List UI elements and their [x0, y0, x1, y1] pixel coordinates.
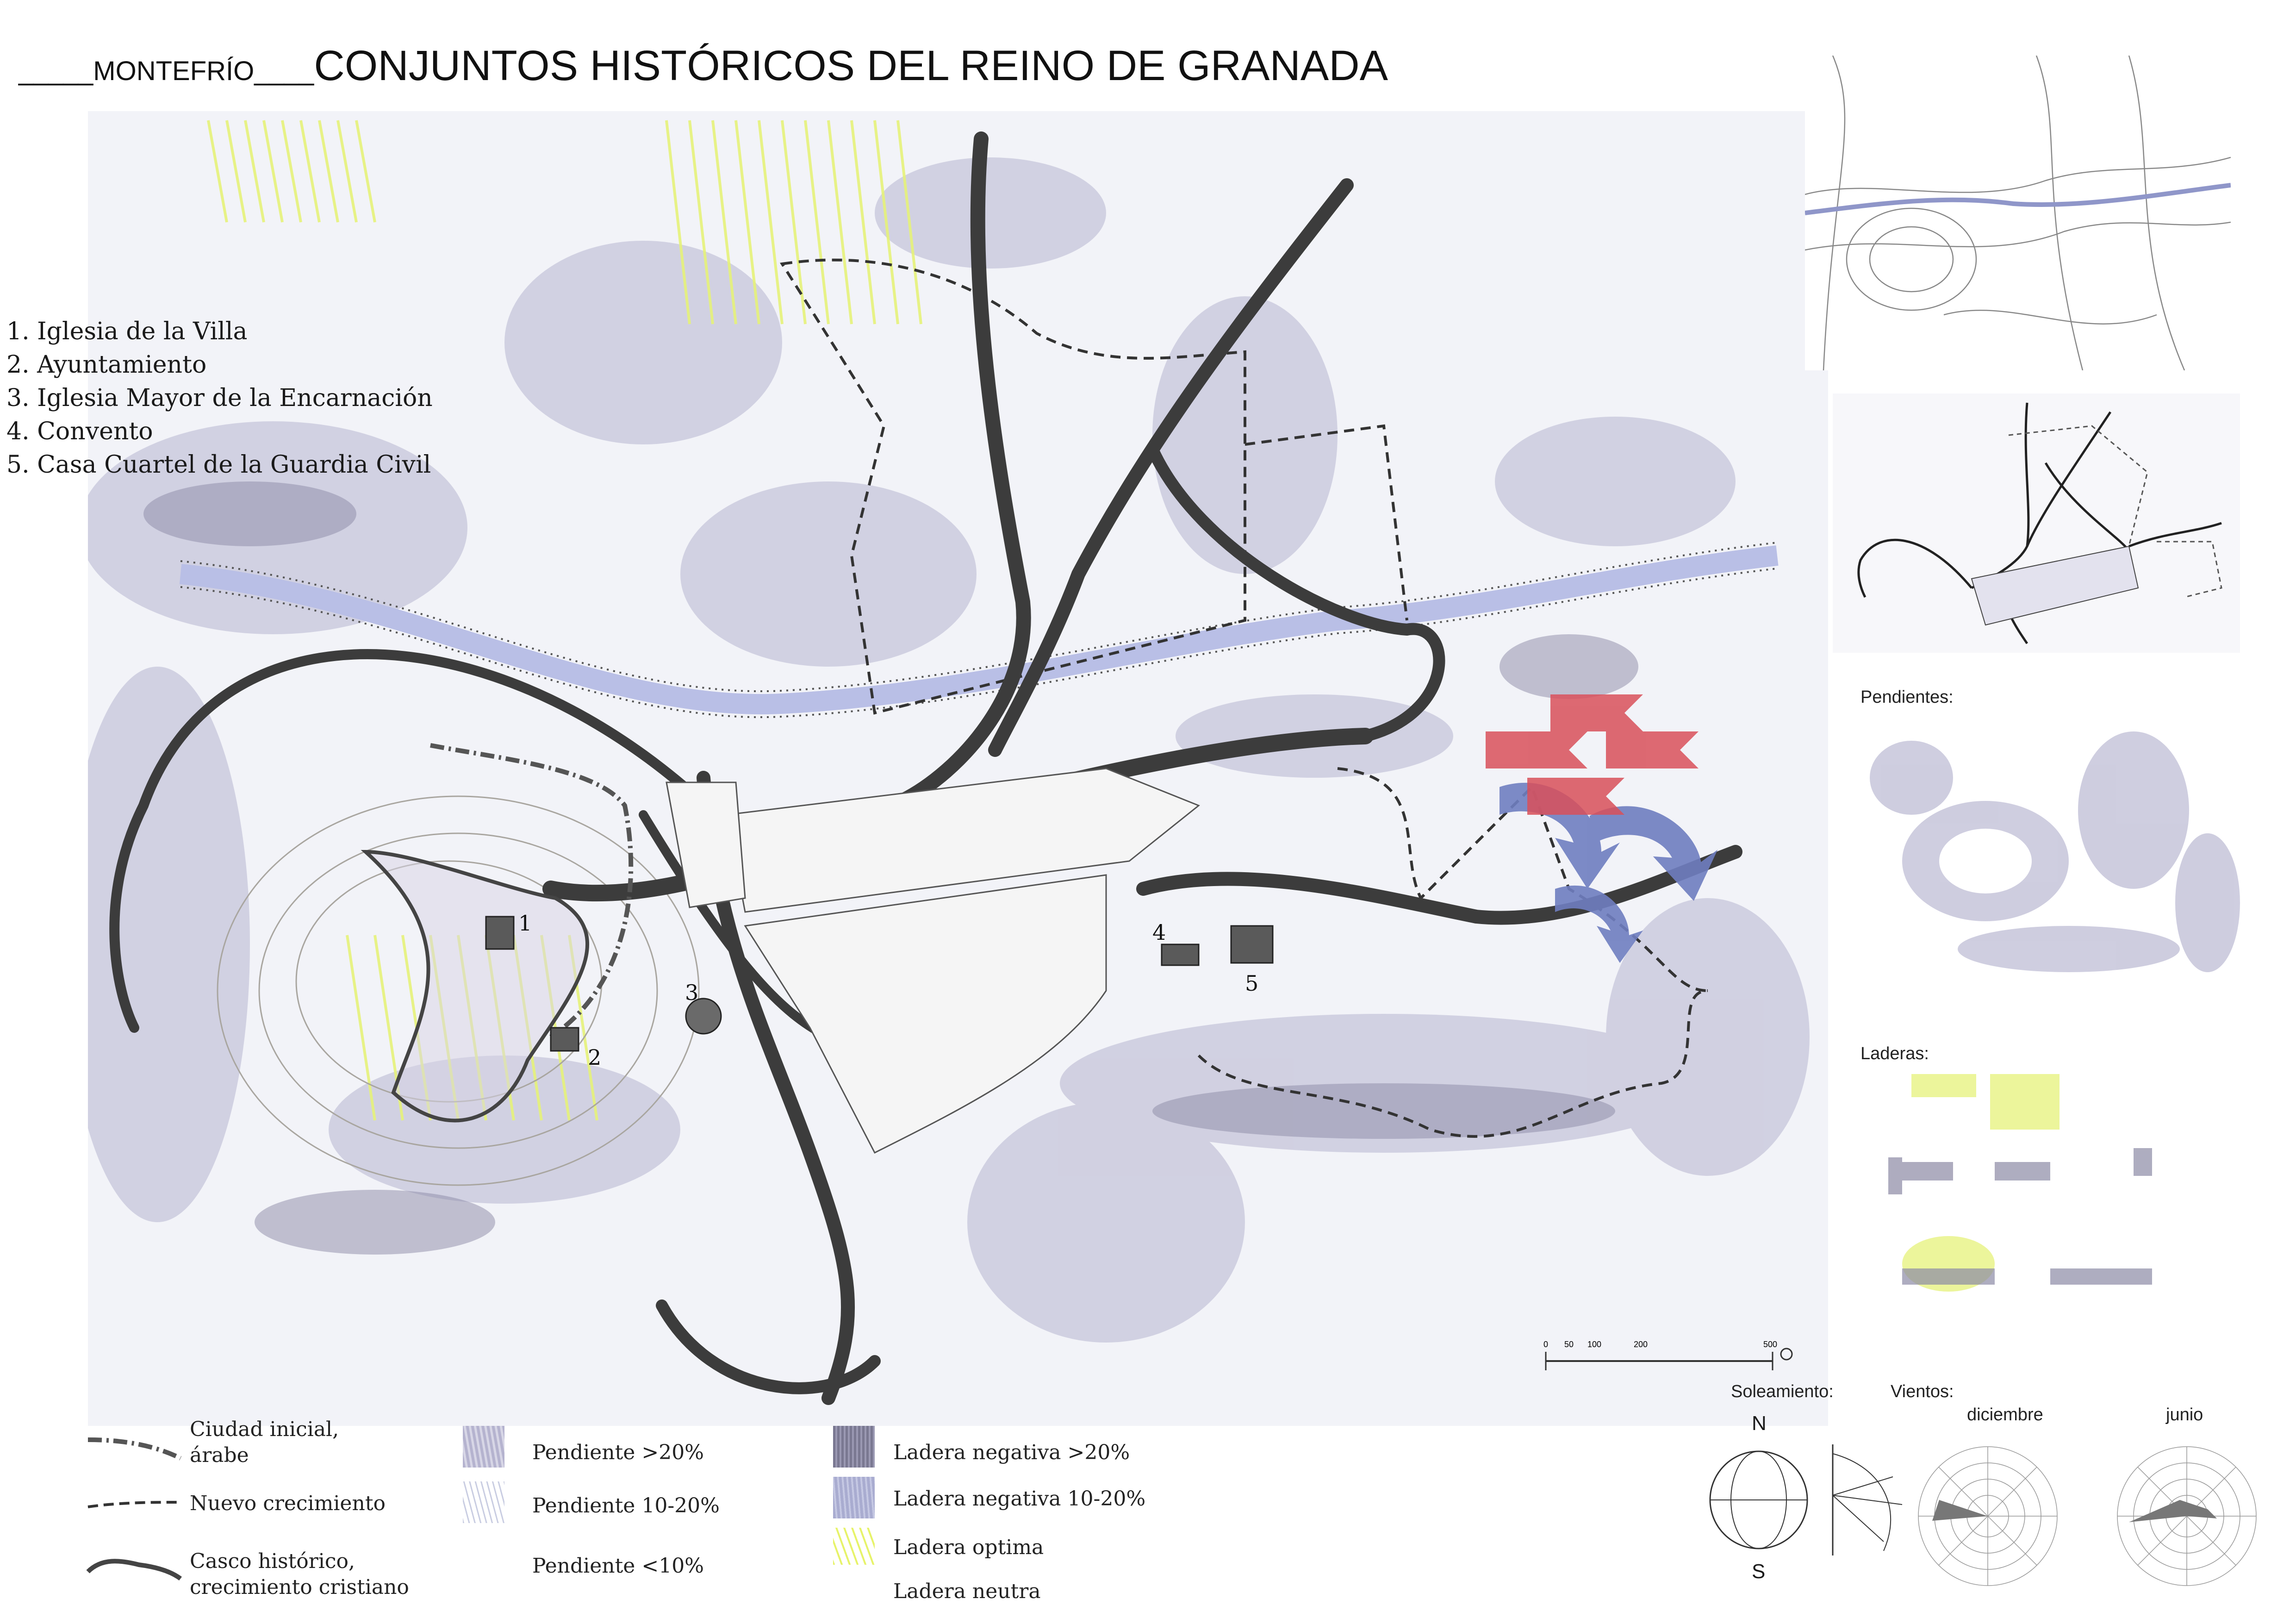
buildings [485, 916, 1274, 1052]
sun-arrows [1486, 694, 1699, 815]
monument-item: 4. Convento [6, 418, 153, 445]
slope-shading [88, 157, 1810, 1343]
main-map: 1 2 3 4 5 0 50 100 200 500 [88, 111, 1828, 1426]
wind-rose-june [2117, 1446, 2257, 1586]
vientos-label: Vientos: [1891, 1382, 1954, 1401]
south-label: S [1752, 1560, 1766, 1583]
soleamiento-diagram [1709, 1444, 1903, 1555]
monument-item: 2. Ayuntamiento [6, 351, 207, 379]
marker-1: 1 [518, 911, 532, 936]
legend-swatch-ladera-neg-20 [833, 1426, 875, 1468]
marker-4: 4 [1152, 920, 1166, 945]
legend-dashed-line [87, 1501, 181, 1508]
legend-casco-historico: Casco histórico, crecimiento cristiano [190, 1549, 409, 1599]
legend-ladera-optima: Ladera optima [893, 1536, 1044, 1559]
monument-list: 1. Iglesia de la Villa 2. Ayuntamiento 3… [6, 315, 433, 481]
legend-swatch-pendiente-20 [463, 1426, 504, 1468]
historic-core [361, 849, 590, 1123]
urban-blocks [666, 768, 1200, 1154]
page-title: _____MONTEFRÍO____CONJUNTOS HISTÓRICOS D… [19, 42, 1388, 90]
scale-tick-50: 50 [1564, 1340, 1574, 1349]
marker-5: 5 [1245, 971, 1258, 996]
scale-tick-100: 100 [1587, 1340, 1601, 1349]
title-separator: ____ [254, 56, 314, 86]
monument-item: 1. Iglesia de la Villa [6, 318, 248, 345]
monument-item: 3. Iglesia Mayor de la Encarnación [6, 384, 433, 412]
scale-tick-0: 0 [1543, 1340, 1548, 1349]
legend-pendiente-10-20: Pendiente 10-20% [532, 1494, 720, 1518]
monument-item: 5. Casa Cuartel de la Guardia Civil [6, 451, 431, 479]
legend-ladera-neutra: Ladera neutra [893, 1580, 1041, 1603]
title-main: CONJUNTOS HISTÓRICOS DEL REINO DE GRANAD… [314, 42, 1388, 89]
wind-rose-december [1918, 1446, 2058, 1586]
soleamiento-label: Soleamiento: [1731, 1382, 1834, 1401]
contours [217, 795, 700, 1186]
pendientes-label: Pendientes: [1860, 687, 1954, 707]
legend-arab-line [87, 1437, 182, 1461]
map-markers: 1 2 3 4 5 [518, 911, 1258, 1070]
marker-2: 2 [588, 1045, 601, 1070]
dark-slope-shading [143, 481, 1638, 1255]
town-name: MONTEFRÍO [93, 56, 255, 86]
title-prefix: _____ [19, 56, 93, 86]
legend-swatch-ladera-neg-10-20 [833, 1477, 875, 1518]
pendientes-diagram [1856, 708, 2245, 986]
scale-tick-200: 200 [1634, 1340, 1648, 1349]
topographic-sketch [1805, 56, 2231, 370]
laderas-label: Laderas: [1860, 1044, 1929, 1063]
mini-road-map [1833, 394, 2240, 653]
arab-city-boundary [430, 743, 634, 1039]
legend-ladera-neg-20: Ladera negativa >20% [893, 1441, 1130, 1464]
legend-ciudad-inicial: Ciudad inicial, árabe [190, 1418, 339, 1467]
legend-swatch-pendiente-10-20 [463, 1481, 504, 1523]
laderas-diagram [1856, 1065, 2245, 1343]
junio-label: junio [2166, 1405, 2203, 1424]
legend-swatch-ladera-optima [833, 1528, 875, 1565]
scale-tick-500: 500 [1763, 1340, 1777, 1349]
legend-pendiente-20: Pendiente >20% [532, 1441, 704, 1464]
scale-bar: 0 50 100 200 500 [1543, 1340, 1793, 1370]
marker-3: 3 [685, 980, 698, 1005]
legend-pendiente-10: Pendiente <10% [532, 1554, 704, 1578]
legend-nuevo-crecimiento: Nuevo crecimiento [190, 1492, 386, 1515]
diciembre-label: diciembre [1967, 1405, 2043, 1424]
legend-ladera-neg-10-20: Ladera negativa 10-20% [893, 1487, 1146, 1511]
legend-solid-line [86, 1559, 182, 1581]
north-label: N [1752, 1412, 1767, 1435]
